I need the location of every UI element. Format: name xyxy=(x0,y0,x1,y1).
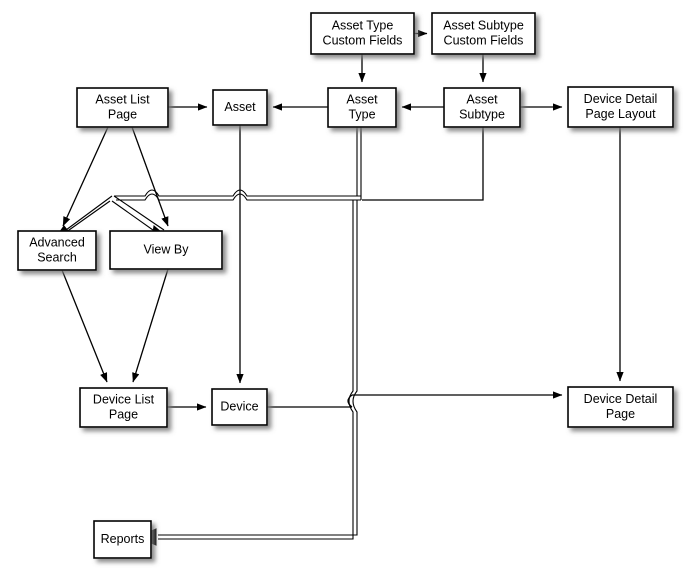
node-label-device-list-page: Page xyxy=(109,407,138,421)
node-label-asset-subtype-custom-fields: Asset Subtype xyxy=(443,18,524,32)
node-label-asset-type: Type xyxy=(348,107,375,121)
node-box-advanced-search[interactable] xyxy=(17,230,97,271)
double-branch-view-by-b xyxy=(111,200,161,236)
node-reports[interactable]: Reports xyxy=(93,520,152,559)
edge-layer-double xyxy=(50,127,362,546)
node-box-device-list-page[interactable] xyxy=(79,387,168,428)
node-label-asset-type-custom-fields: Asset Type xyxy=(332,18,394,32)
node-label-device-detail-page: Device Detail xyxy=(584,392,658,406)
node-device[interactable]: Device xyxy=(211,388,268,426)
double-bus-horizontal-upper xyxy=(114,189,361,197)
double-branch-advanced-search-a xyxy=(65,195,113,231)
node-label-asset-subtype-custom-fields: Custom Fields xyxy=(444,33,524,47)
node-label-advanced-search: Advanced xyxy=(29,235,85,249)
node-view-by[interactable]: View By xyxy=(109,230,223,270)
node-label-device-list-page: Device List xyxy=(93,392,155,406)
double-bus-trunk-down-b xyxy=(158,200,354,540)
edge-asset-list-page-to-advanced-search xyxy=(62,126,109,227)
node-asset[interactable]: Asset xyxy=(212,89,268,126)
node-label-asset-list-page: Asset List xyxy=(95,92,150,106)
node-box-asset-subtype[interactable] xyxy=(443,87,521,128)
node-label-view-by: View By xyxy=(144,242,190,256)
node-box-asset-subtype-custom-fields[interactable] xyxy=(431,12,536,55)
node-label-asset-list-page: Page xyxy=(108,107,137,121)
edge-device-to-device-detail-page-jump xyxy=(347,394,353,408)
edge-layer-single xyxy=(61,29,624,411)
node-box-reports[interactable] xyxy=(93,520,152,559)
node-label-reports: Reports xyxy=(101,532,145,546)
node-label-advanced-search: Search xyxy=(37,250,77,264)
node-label-device-detail-page-layout: Device Detail xyxy=(584,92,658,106)
node-label-device-detail-page: Page xyxy=(606,407,635,421)
edge-asset-list-page-to-view-by xyxy=(131,126,169,227)
node-box-device[interactable] xyxy=(211,388,268,426)
node-label-asset: Asset xyxy=(224,100,256,114)
node-box-asset-type-custom-fields[interactable] xyxy=(310,12,415,55)
edge-advanced-search-to-device-list-page xyxy=(61,269,108,383)
double-branch-view-by-a xyxy=(113,195,165,231)
node-label-device-detail-page-layout: Page Layout xyxy=(585,107,656,121)
node-box-asset[interactable] xyxy=(212,89,268,126)
node-box-asset-list-page[interactable] xyxy=(76,87,169,128)
node-label-asset-type-custom-fields: Custom Fields xyxy=(323,33,403,47)
node-label-asset-subtype: Subtype xyxy=(459,107,505,121)
node-box-asset-type[interactable] xyxy=(327,87,397,128)
node-label-device: Device xyxy=(220,399,258,413)
double-branch-advanced-search-b xyxy=(61,200,111,236)
node-label-asset-subtype: Asset xyxy=(466,92,498,106)
edge-asset-subtype-bus-connector xyxy=(362,127,484,201)
node-box-view-by[interactable] xyxy=(109,230,223,270)
node-label-asset-type: Asset xyxy=(346,92,378,106)
node-box-device-detail-page-layout[interactable] xyxy=(567,86,674,128)
double-bus-trunk-down-a xyxy=(158,200,358,536)
double-bus-horizontal-lower xyxy=(116,193,361,201)
edge-view-by-to-device-list-page xyxy=(132,268,169,383)
node-box-device-detail-page[interactable] xyxy=(567,386,674,428)
